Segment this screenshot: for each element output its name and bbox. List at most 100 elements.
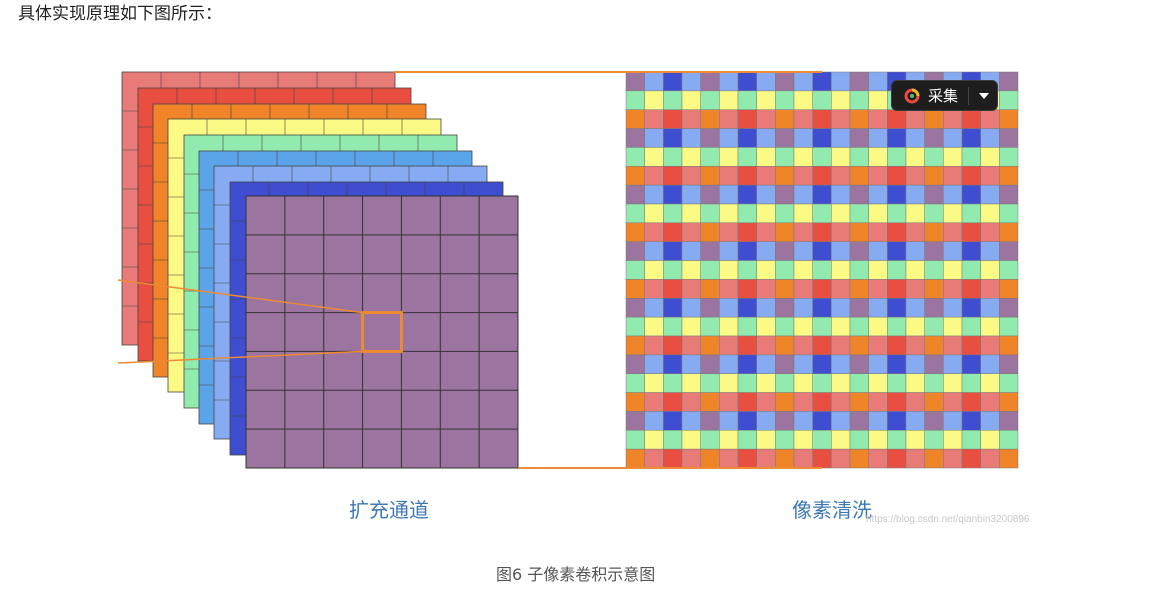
shuffle-cell — [831, 90, 851, 110]
shuffle-cell — [700, 448, 720, 469]
shuffle-cell — [625, 373, 645, 393]
shuffle-cell — [700, 128, 720, 148]
shuffle-cell — [999, 166, 1019, 186]
shuffle-cell — [663, 335, 683, 356]
shuffle-cell — [737, 260, 757, 280]
shuffle-cell — [625, 354, 645, 374]
shuffle-cell — [681, 373, 701, 393]
shuffle-cell — [924, 392, 944, 412]
shuffle-cell — [924, 279, 944, 299]
shuffle-cell — [719, 71, 739, 92]
shuffle-cell — [887, 241, 907, 261]
shuffle-cell — [625, 71, 645, 92]
shuffle-cell — [924, 430, 944, 450]
shuffle-cell — [644, 222, 664, 242]
shuffle-cell — [868, 203, 888, 224]
shuffle-cell — [700, 279, 720, 299]
shuffle-cell — [719, 128, 739, 148]
shuffle-cell — [849, 71, 869, 92]
shuffle-cell — [775, 128, 795, 148]
shuffle-cell — [868, 147, 888, 167]
watermark: https://blog.csdn.net/qianbin3200896 — [866, 514, 1030, 525]
shuffle-cell — [961, 260, 981, 280]
shuffle-cell — [644, 354, 664, 374]
shuffle-cell — [924, 109, 944, 129]
shuffle-cell — [812, 203, 832, 224]
shuffle-cell — [980, 411, 1000, 431]
shuffle-cell — [980, 260, 1000, 280]
shuffle-cell — [849, 203, 869, 224]
shuffle-cell — [700, 90, 720, 110]
shuffle-cell — [999, 335, 1019, 356]
shuffle-cell — [681, 222, 701, 242]
shuffle-cell — [737, 147, 757, 167]
shuffle-cell — [887, 260, 907, 280]
shuffle-cell — [719, 373, 739, 393]
front-feature-map — [245, 195, 519, 469]
shuffle-cell — [756, 316, 776, 337]
shuffle-cell — [775, 373, 795, 393]
shuffle-cell — [812, 241, 832, 261]
shuffle-cell — [737, 90, 757, 110]
left-panel-label: 扩充通道 — [349, 498, 429, 522]
shuffle-cell — [625, 241, 645, 261]
shuffle-cell — [961, 166, 981, 186]
shuffle-cell — [793, 203, 813, 224]
shuffle-cell — [924, 298, 944, 318]
shuffle-cell — [999, 354, 1019, 374]
shuffle-cell — [793, 147, 813, 167]
shuffle-cell — [681, 430, 701, 450]
shuffle-cell — [924, 128, 944, 148]
shuffle-cell — [737, 373, 757, 393]
shuffle-cell — [719, 90, 739, 110]
shuffle-cell — [980, 392, 1000, 412]
shuffle-cell — [644, 260, 664, 280]
shuffle-cell — [905, 392, 925, 412]
shuffle-cell — [737, 430, 757, 450]
shuffle-cell — [868, 260, 888, 280]
shuffle-cell — [943, 430, 963, 450]
shuffle-cell — [681, 166, 701, 186]
shuffle-cell — [849, 279, 869, 299]
shuffle-cell — [681, 354, 701, 374]
shuffle-cell — [887, 109, 907, 129]
shuffle-cell — [831, 373, 851, 393]
shuffle-cell — [700, 316, 720, 337]
shuffle-cell — [793, 411, 813, 431]
shuffle-cell — [644, 147, 664, 167]
shuffle-cell — [999, 392, 1019, 412]
shuffle-cell — [663, 373, 683, 393]
shuffle-cell — [700, 147, 720, 167]
shuffle-cell — [719, 448, 739, 469]
shuffle-cell — [961, 184, 981, 205]
shuffle-cell — [812, 166, 832, 186]
shuffle-cell — [887, 128, 907, 148]
collect-button[interactable]: 采集 — [891, 80, 998, 111]
shuffle-cell — [943, 316, 963, 337]
shuffle-cell — [663, 260, 683, 280]
shuffle-cell — [924, 373, 944, 393]
shuffle-cell — [663, 184, 683, 205]
shuffle-cell — [719, 222, 739, 242]
shuffle-cell — [793, 335, 813, 356]
shuffle-cell — [961, 147, 981, 167]
caret-down-icon[interactable] — [975, 87, 993, 105]
shuffle-cell — [663, 354, 683, 374]
shuffle-cell — [943, 203, 963, 224]
shuffle-cell — [868, 166, 888, 186]
shuffle-cell — [681, 411, 701, 431]
shuffle-cell — [980, 109, 1000, 129]
shuffle-cell — [775, 203, 795, 224]
shuffle-cell — [905, 241, 925, 261]
shuffle-cell — [849, 260, 869, 280]
shuffle-cell — [625, 411, 645, 431]
shuffle-cell — [831, 392, 851, 412]
shuffle-cell — [812, 373, 832, 393]
shuffle-cell — [719, 430, 739, 450]
shuffle-cell — [887, 373, 907, 393]
shuffle-cell — [775, 279, 795, 299]
shuffle-cell — [961, 411, 981, 431]
shuffle-cell — [681, 90, 701, 110]
highlighted-pixel — [361, 311, 403, 353]
pixel-shuffle-grid — [625, 71, 1019, 469]
